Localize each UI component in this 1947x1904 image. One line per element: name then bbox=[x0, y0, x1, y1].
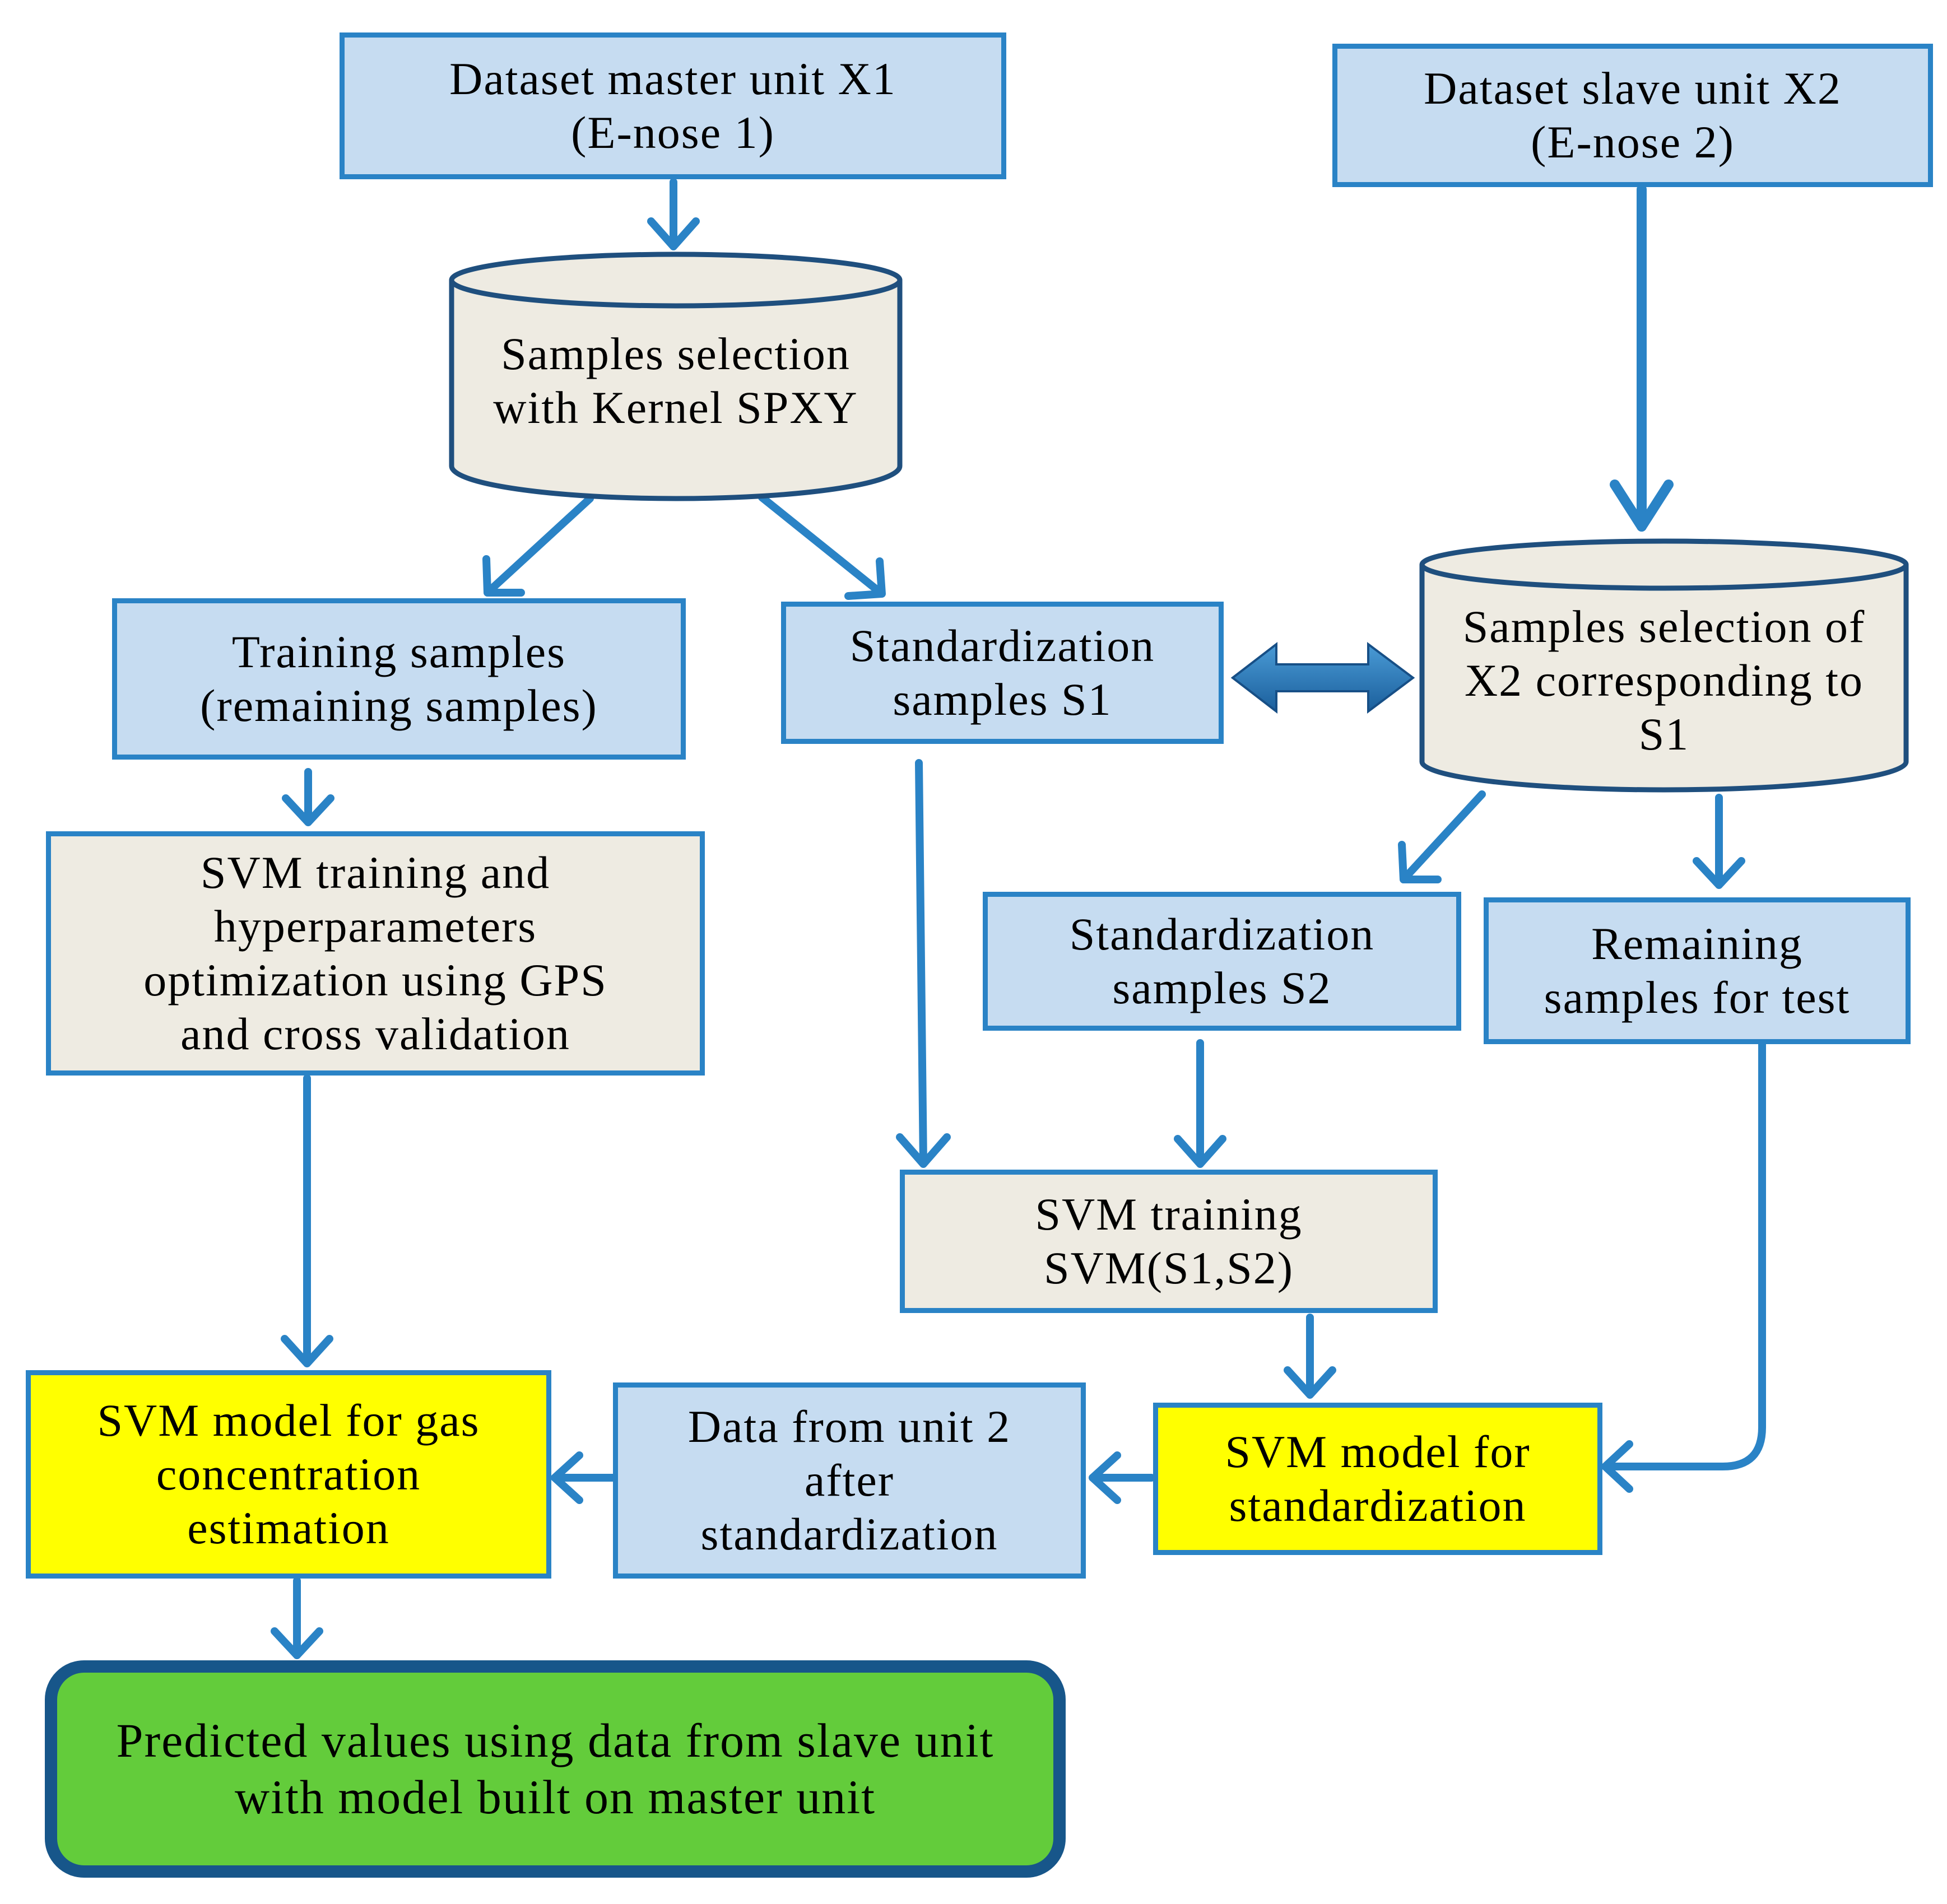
svm-gps-line-1: SVM training and bbox=[200, 847, 551, 899]
svm-gas-line-3: estimation bbox=[187, 1502, 390, 1553]
svm-s1s2-line-2: SVM(S1,S2) bbox=[1043, 1242, 1294, 1293]
kernel-spxy-line-1: Samples selection bbox=[501, 328, 851, 380]
standardization-s1-box: Standardization samples S1 bbox=[781, 602, 1224, 744]
std-s1-line-2: samples S1 bbox=[893, 674, 1112, 725]
dataset-master-x1-box: Dataset master unit X1 (E-nose 1) bbox=[340, 32, 1006, 179]
double-arrow-s1-selection bbox=[1230, 641, 1415, 714]
arrow-remaining-to-std-model bbox=[1601, 1037, 1766, 1493]
cylinder-kernel-spxy bbox=[449, 252, 903, 501]
svm-std-model-line-2: standardization bbox=[1229, 1480, 1527, 1531]
data-unit2-box: Data from unit 2 after standardization bbox=[613, 1382, 1086, 1579]
std-s1-line-1: Standardization bbox=[849, 620, 1155, 672]
svm-gps-line-2: hyperparameters bbox=[213, 901, 537, 952]
dataset-x1-line-1: Dataset master unit X1 bbox=[449, 53, 896, 105]
svm-standardization-model-box: SVM model for standardization bbox=[1153, 1403, 1602, 1555]
arrow-std-model-to-data-unit2 bbox=[1089, 1451, 1155, 1504]
arrow-s1-to-svm-s1s2 bbox=[896, 759, 951, 1168]
standardization-s2-box: Standardization samples S2 bbox=[983, 892, 1461, 1031]
arrow-s2-to-svm-s1s2 bbox=[1174, 1039, 1226, 1168]
selection-x2-line-2: X2 corresponding to bbox=[1464, 655, 1864, 706]
arrow-selection-to-remaining bbox=[1693, 794, 1745, 889]
remaining-test-line-1: Remaining bbox=[1591, 918, 1803, 970]
std-s2-line-2: samples S2 bbox=[1112, 962, 1332, 1013]
dataset-x1-line-2: (E-nose 1) bbox=[571, 107, 775, 158]
svm-gas-line-2: concentration bbox=[156, 1449, 421, 1500]
svm-s1s2-training-box: SVM training SVM(S1,S2) bbox=[900, 1170, 1438, 1313]
arrow-kernel-to-s1 bbox=[758, 494, 886, 600]
std-s2-line-1: Standardization bbox=[1069, 909, 1375, 960]
svm-gas-model-box: SVM model for gas concentration estimati… bbox=[26, 1370, 551, 1579]
arrow-gas-model-to-predicted bbox=[271, 1577, 323, 1659]
selection-x2-line-3: S1 bbox=[1638, 708, 1690, 760]
arrow-svm-gps-to-gas-model bbox=[281, 1074, 333, 1367]
predicted-line-2: with model built on master unit bbox=[234, 1770, 876, 1824]
svm-gas-line-1: SVM model for gas bbox=[97, 1395, 480, 1446]
arrow-kernel-to-training bbox=[482, 495, 594, 597]
data-unit2-line-2: after bbox=[804, 1455, 895, 1506]
selection-x2-line-1: Samples selection of bbox=[1462, 601, 1866, 653]
data-unit2-line-1: Data from unit 2 bbox=[687, 1401, 1011, 1453]
svm-s1s2-line-1: SVM training bbox=[1035, 1189, 1303, 1240]
training-samples-line-2: (remaining samples) bbox=[200, 680, 598, 731]
arrow-x1-to-kernel-spxy bbox=[647, 178, 700, 250]
svm-gps-line-3: optimization using GPS bbox=[143, 955, 607, 1005]
remaining-test-line-2: samples for test bbox=[1544, 972, 1851, 1023]
arrow-data-unit2-to-gas-model bbox=[551, 1451, 617, 1504]
training-samples-box: Training samples (remaining samples) bbox=[112, 598, 686, 760]
svm-gps-training-box: SVM training and hyperparameters optimiz… bbox=[46, 831, 705, 1076]
predicted-line-1: Predicted values using data from slave u… bbox=[116, 1714, 995, 1768]
arrowhead-x2-to-selection bbox=[1610, 480, 1674, 532]
remaining-test-box: Remaining samples for test bbox=[1484, 897, 1911, 1044]
predicted-values-box: Predicted values using data from slave u… bbox=[45, 1660, 1066, 1878]
cylinder-selection-x2 bbox=[1419, 538, 1909, 793]
svm-std-model-line-1: SVM model for bbox=[1225, 1426, 1531, 1478]
arrow-training-to-svm-gps bbox=[282, 768, 334, 826]
selection-x2-label: Samples selection of X2 corresponding to… bbox=[1422, 594, 1906, 767]
arrow-svm-s1s2-to-std-model bbox=[1284, 1314, 1336, 1399]
kernel-spxy-label: Samples selection with Kernel SPXY bbox=[452, 314, 900, 448]
dataset-x2-line-2: (E-nose 2) bbox=[1531, 117, 1735, 167]
training-samples-line-1: Training samples bbox=[231, 626, 566, 678]
dataset-x2-line-1: Dataset slave unit X2 bbox=[1424, 63, 1842, 114]
dataset-slave-x2-box: Dataset slave unit X2 (E-nose 2) bbox=[1332, 44, 1933, 187]
svm-gps-line-4: and cross validation bbox=[180, 1008, 570, 1059]
data-unit2-line-3: standardization bbox=[700, 1508, 998, 1559]
arrow-selection-to-s2 bbox=[1398, 790, 1486, 883]
kernel-spxy-line-2: with Kernel SPXY bbox=[493, 382, 858, 433]
